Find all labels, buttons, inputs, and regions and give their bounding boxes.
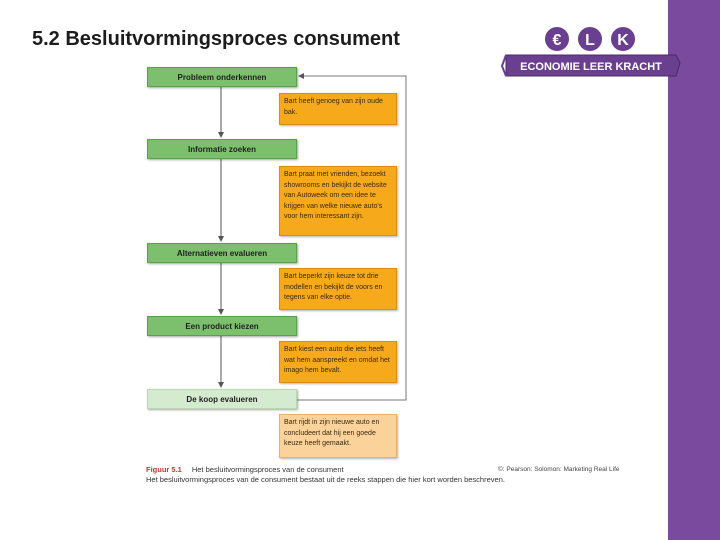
logo-circle-k — [609, 25, 637, 53]
figure-number: Figuur 5.1 — [146, 465, 182, 474]
figure-title: Het besluitvormingsproces van de consume… — [191, 465, 344, 474]
side-accent-bar — [668, 0, 720, 540]
step-probleem-onderkennen: Probleem onderkennen — [147, 67, 297, 87]
logo-letter-euro: € — [553, 32, 562, 49]
note-step-5: Bart rijdt in zijn nieuwe auto en conclu… — [279, 414, 397, 458]
source-credit: ©: Pearson: Solomon: Marketing Real Life — [498, 466, 620, 473]
step-alternatieven-evalueren: Alternatieven evalueren — [147, 243, 297, 263]
logo-banner — [505, 54, 681, 77]
step-een-product-kiezen: Een product kiezen — [147, 316, 297, 336]
note-step-4: Bart kiest een auto die iets heeft wat h… — [279, 341, 397, 383]
slide-title: 5.2 Besluitvormingsproces consument — [32, 28, 400, 50]
logo: € L K ECONOMIE LEER KRACHT — [500, 25, 681, 77]
logo-circle-euro — [543, 25, 571, 53]
logo-letter-l: L — [585, 32, 595, 49]
note-step-3: Bart beperkt zijn keuze tot drie modelle… — [279, 268, 397, 310]
step-de-koop-evalueren: De koop evalueren — [147, 389, 297, 409]
note-step-2: Bart praat met vrienden, bezoekt showroo… — [279, 166, 397, 236]
logo-circle-l — [576, 25, 604, 53]
figure-description: Het besluitvormingsproces van de consume… — [146, 474, 505, 484]
step-informatie-zoeken: Informatie zoeken — [147, 139, 297, 159]
note-step-1: Bart heeft genoeg van zijn oude bak. — [279, 93, 397, 125]
logo-tagline: ECONOMIE LEER KRACHT — [520, 61, 662, 73]
logo-letter-k: K — [617, 32, 629, 49]
